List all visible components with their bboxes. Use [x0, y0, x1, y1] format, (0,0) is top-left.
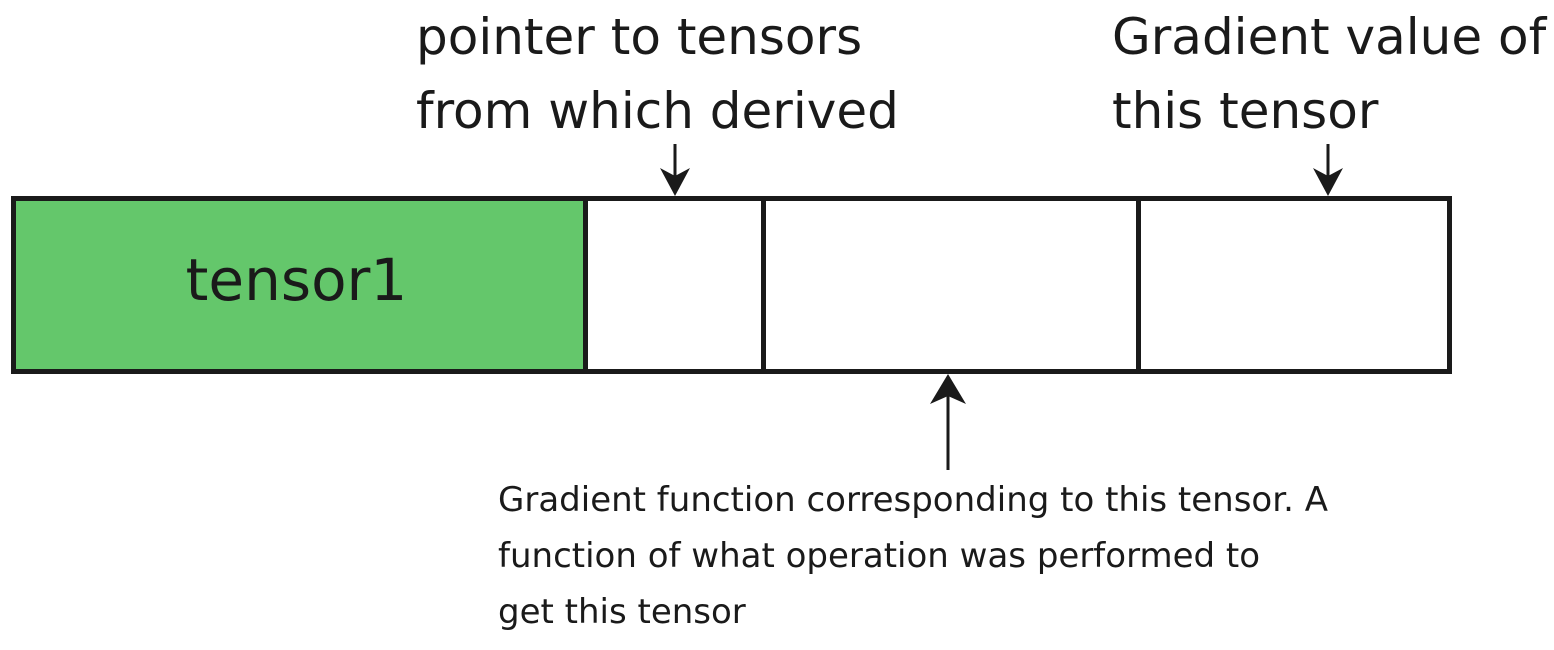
gradient-value-cell: [1136, 196, 1452, 374]
gradient-value-annotation-line-2: this tensor: [1112, 82, 1379, 140]
tensor-data-cell: tensor1: [11, 196, 588, 374]
gradient-value-annotation-line-1: Gradient value of: [1112, 8, 1547, 66]
gradient-function-annotation-line-2: function of what operation was performed…: [498, 536, 1261, 576]
pointer-annotation-line-2: from which derived: [416, 82, 899, 140]
gradient-function-annotation-line-3: get this tensor: [498, 592, 746, 632]
gradient-function-annotation-line-1: Gradient function corresponding to this …: [498, 480, 1328, 520]
gradient-value-arrow: [1313, 144, 1343, 196]
gradient-function-annotation: Gradient function corresponding to this …: [498, 472, 1328, 640]
pointer-annotation-line-1: pointer to tensors: [416, 8, 863, 66]
tensor-name: tensor1: [185, 246, 408, 314]
pointer-annotation: pointer to tensors from which derived: [416, 0, 899, 148]
gradient-function-arrow: [930, 374, 966, 470]
pointer-arrow: [660, 144, 690, 196]
gradient-value-annotation: Gradient value of this tensor: [1112, 0, 1546, 148]
gradient-function-cell: [761, 196, 1141, 374]
